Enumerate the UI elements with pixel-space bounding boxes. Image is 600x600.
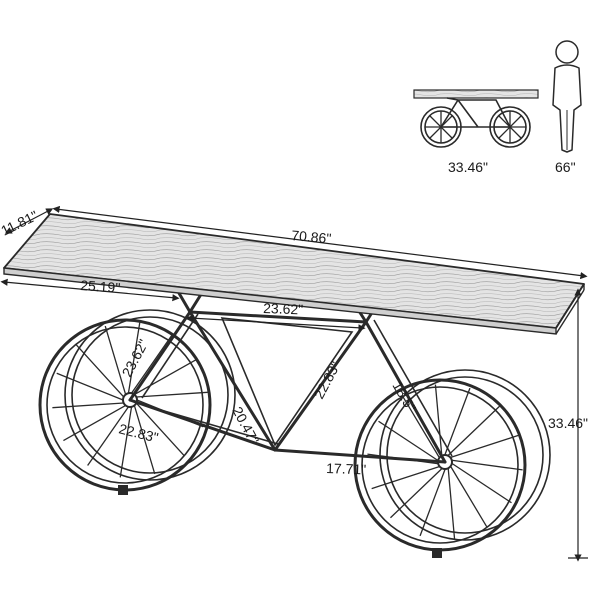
top-bar-label: 23.62": [263, 300, 304, 317]
wheel-spoke: [134, 358, 197, 396]
wheel-spoke: [434, 384, 443, 456]
table-illustration: [3, 213, 585, 558]
wheel-spoke: [136, 391, 208, 398]
wheel-spoke: [56, 372, 124, 401]
person-silhouette-icon: [552, 40, 582, 153]
front-strut-label: 23.62": [119, 337, 152, 380]
wheel-spoke: [451, 459, 523, 471]
wheel-spoke: [451, 462, 512, 504]
wheel-spoke: [447, 405, 500, 457]
wheel-spoke: [390, 467, 443, 519]
mini-table-height-label: 33.46": [448, 159, 488, 175]
wheel-spoke: [444, 387, 471, 456]
wheel-spoke: [135, 402, 185, 457]
dimension-lines: [0, 205, 588, 562]
wheel-spoke: [104, 325, 127, 395]
wheel-spoke: [450, 434, 519, 459]
front-wheel-to-base-label: 22.83": [117, 420, 160, 445]
wheel-spoke: [447, 468, 456, 540]
wheel-spoke: [131, 334, 173, 394]
wheel-spoke: [119, 406, 133, 478]
down-tube-label: 20.47": [229, 404, 262, 447]
wheel-spoke: [133, 405, 156, 475]
wheel-spoke: [75, 343, 125, 398]
wheel-spoke: [402, 396, 440, 459]
scale-reference: 33.46" 66": [413, 40, 582, 175]
wheel-spoke: [378, 420, 439, 462]
wheel-spoke: [371, 465, 440, 490]
bicycle-frame: [118, 286, 453, 558]
front-wheel-icon: [353, 369, 551, 552]
length-label: 70.86": [291, 227, 332, 246]
bottom-bar-label: 17.71": [326, 460, 367, 477]
seat-tube-label: 22.83": [311, 359, 344, 402]
wheel-spoke: [52, 402, 124, 409]
person-height-label: 66": [555, 159, 576, 175]
left-overhang-label: 25.19": [80, 277, 121, 296]
height-label: 33.46": [548, 415, 588, 431]
wheel-spoke: [63, 404, 126, 442]
wheel-spoke: [127, 322, 141, 394]
wheel-spoke: [87, 406, 129, 466]
wheel-spoke: [419, 468, 446, 537]
wheel-spoke: [450, 465, 488, 528]
mini-table-icon: [413, 89, 539, 148]
